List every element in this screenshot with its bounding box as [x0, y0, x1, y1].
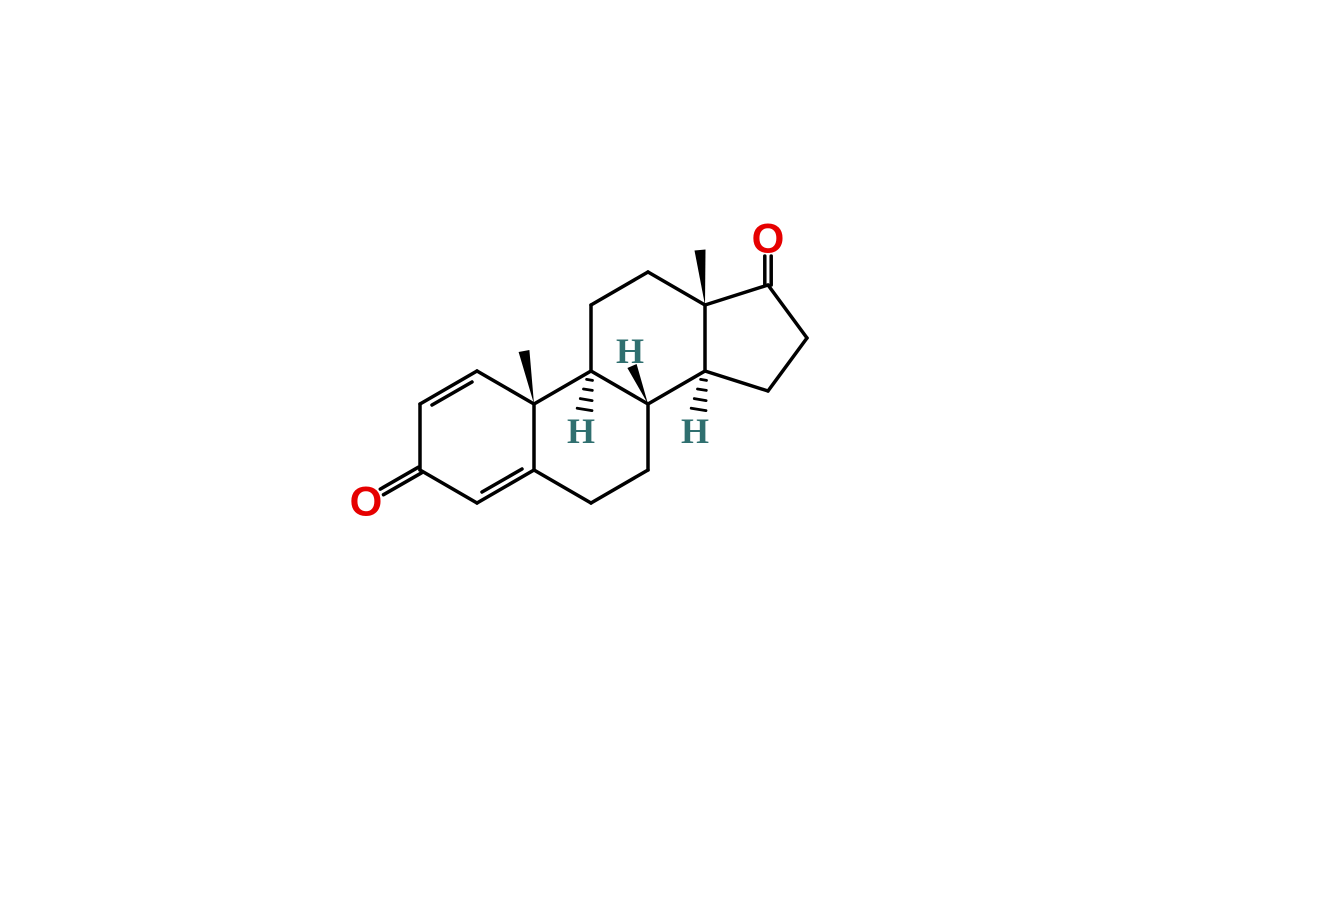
- hash-mark: [699, 377, 708, 382]
- bond: [766, 283, 809, 340]
- hash-mark: [696, 387, 708, 392]
- bond: [703, 283, 770, 307]
- diene-double-bond-lines: [430, 380, 524, 494]
- bond: [532, 468, 593, 505]
- bond: [646, 369, 707, 406]
- carbonyl-line: [378, 465, 421, 491]
- hydrogen-hash-c14: [689, 377, 708, 413]
- double-bond-inner-line-c1-c2: [430, 380, 474, 407]
- bond: [475, 369, 536, 406]
- hydrogen-wedge-c8: [627, 364, 648, 404]
- bond: [766, 336, 809, 393]
- hash-mark: [582, 387, 594, 392]
- ketone-bond-c3: [378, 465, 424, 497]
- hydrogen-label-c14: H: [681, 411, 709, 451]
- bond: [646, 270, 707, 307]
- bond: [703, 369, 770, 393]
- bond: [418, 468, 479, 505]
- bond: [532, 369, 593, 406]
- methyl-wedge-c13: [694, 249, 706, 305]
- carbonyl-line: [381, 471, 424, 497]
- hash-mark: [689, 406, 708, 413]
- ketone-bond-c17: [763, 254, 773, 287]
- bond: [589, 468, 650, 505]
- oxygen-label-c17: O: [752, 215, 785, 262]
- methyl-wedge-c10: [518, 350, 534, 404]
- hash-mark: [692, 397, 708, 403]
- bond: [589, 270, 650, 307]
- hydrogen-label-c8: H: [616, 331, 644, 371]
- hash-mark: [575, 406, 594, 413]
- solid-wedges: [518, 249, 706, 404]
- hash-mark: [578, 397, 594, 403]
- hash-mark: [585, 377, 594, 382]
- hydrogen-hash-c9: [575, 377, 594, 413]
- ring-skeleton-bonds: [418, 270, 809, 505]
- hydrogen-label-c9: H: [567, 411, 595, 451]
- double-bond-inner-line-c4-c5: [480, 467, 524, 494]
- oxygen-label-c3: O: [350, 478, 383, 525]
- bond: [589, 369, 650, 406]
- bond: [418, 369, 479, 406]
- bond: [475, 468, 536, 505]
